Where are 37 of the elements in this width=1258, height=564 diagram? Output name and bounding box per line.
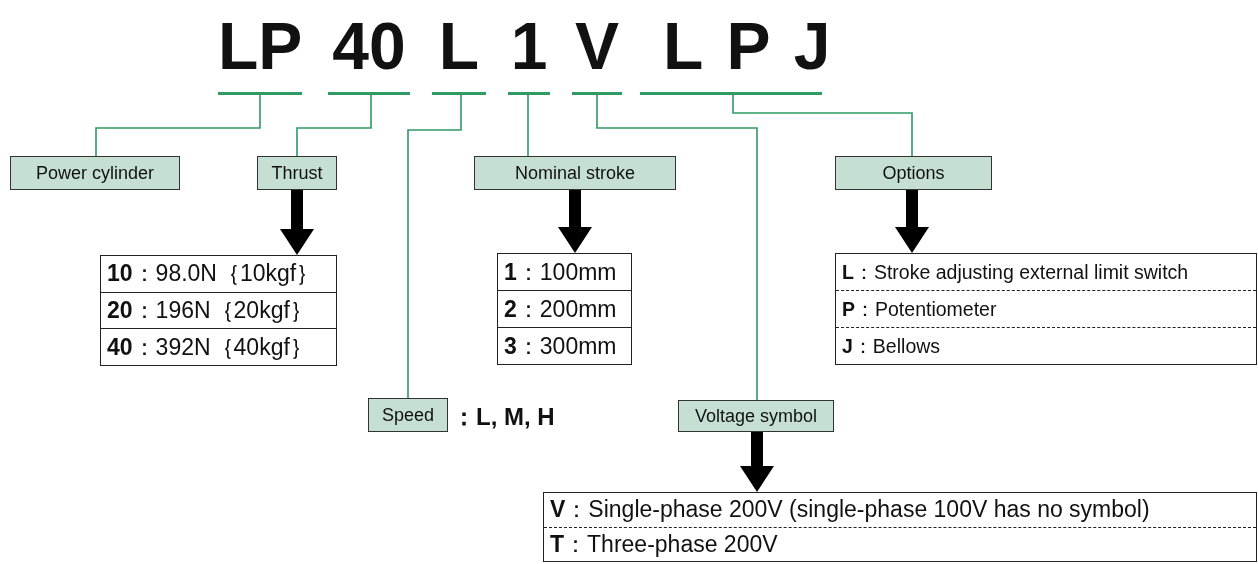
block-arrow bbox=[740, 432, 774, 492]
connector-line bbox=[527, 94, 529, 157]
table-row: T：Three-phase 200V bbox=[544, 526, 1256, 561]
table-row: 40：392N｛40kgf｝ bbox=[101, 328, 336, 365]
model-code-segment: LP bbox=[218, 8, 302, 95]
category-label: Voltage symbol bbox=[678, 400, 834, 432]
option-table bbox=[497, 253, 632, 365]
model-code-segment: V bbox=[572, 8, 622, 95]
table-row-text: V：Single-phase 200V (single-phase 100V has no symbol) bbox=[549, 495, 1151, 525]
table-row-text: L：Stroke adjusting external limit switch bbox=[841, 259, 1190, 285]
connector-line bbox=[95, 94, 261, 157]
option-table bbox=[543, 492, 1257, 562]
category-label: Power cylinder bbox=[10, 156, 180, 190]
connector-line bbox=[407, 94, 462, 399]
table-row: P：Potentiometer bbox=[836, 290, 1256, 327]
category-label: Speed bbox=[368, 398, 448, 432]
connector-line bbox=[296, 94, 372, 157]
table-row-text: 10：98.0N｛10kgf｝ bbox=[106, 259, 321, 289]
category-label: Options bbox=[835, 156, 992, 190]
connector-line bbox=[596, 94, 758, 401]
model-code-segment: L bbox=[432, 8, 486, 95]
table-row: J：Bellows bbox=[836, 327, 1256, 364]
block-arrow bbox=[895, 190, 929, 253]
table-row: 2：200mm bbox=[498, 290, 631, 327]
block-arrow bbox=[280, 190, 314, 255]
table-row-text: 1：100mm bbox=[503, 257, 618, 287]
category-label: Nominal stroke bbox=[474, 156, 676, 190]
option-table bbox=[835, 253, 1257, 365]
option-codes: ：L, M, H bbox=[452, 402, 555, 432]
category-label: Thrust bbox=[257, 156, 337, 190]
model-code-segment: 40 bbox=[328, 8, 410, 95]
model-code-segment: 1 bbox=[508, 8, 550, 95]
option-table bbox=[100, 255, 337, 366]
block-arrow bbox=[558, 190, 592, 253]
table-row: 3：300mm bbox=[498, 327, 631, 364]
table-row: 20：196N｛20kgf｝ bbox=[101, 291, 336, 329]
connector-line bbox=[732, 94, 913, 157]
